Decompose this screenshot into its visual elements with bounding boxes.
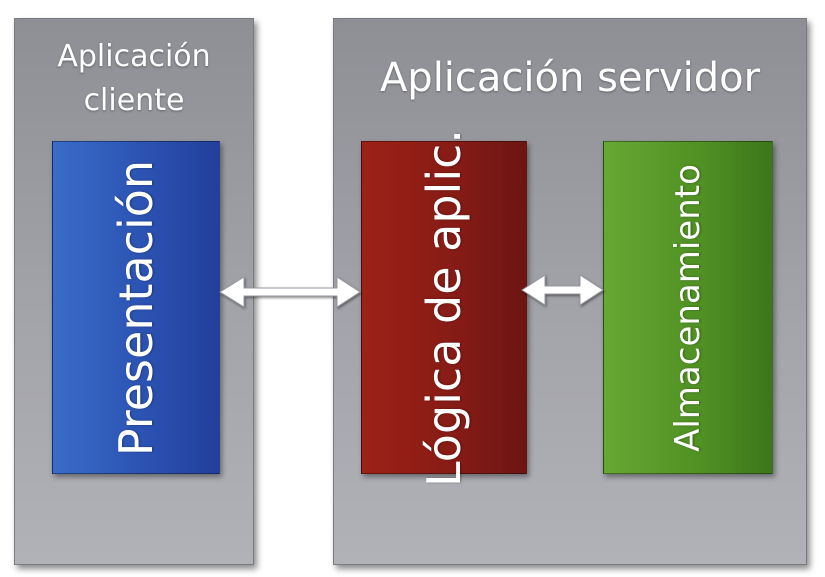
server-panel-title: Aplicación servidor bbox=[379, 55, 761, 101]
client-panel-title: Aplicación cliente bbox=[57, 39, 211, 118]
logic-layer-label: Lógica de aplic. bbox=[417, 128, 471, 487]
presentation-layer-label: Presentación bbox=[109, 159, 163, 456]
logic-layer-box: Lógica de aplic. bbox=[361, 128, 527, 487]
storage-layer-box: Almacenamiento bbox=[603, 141, 773, 474]
presentation-layer-box: Presentación bbox=[52, 141, 220, 474]
storage-layer-label: Almacenamiento bbox=[668, 163, 708, 452]
